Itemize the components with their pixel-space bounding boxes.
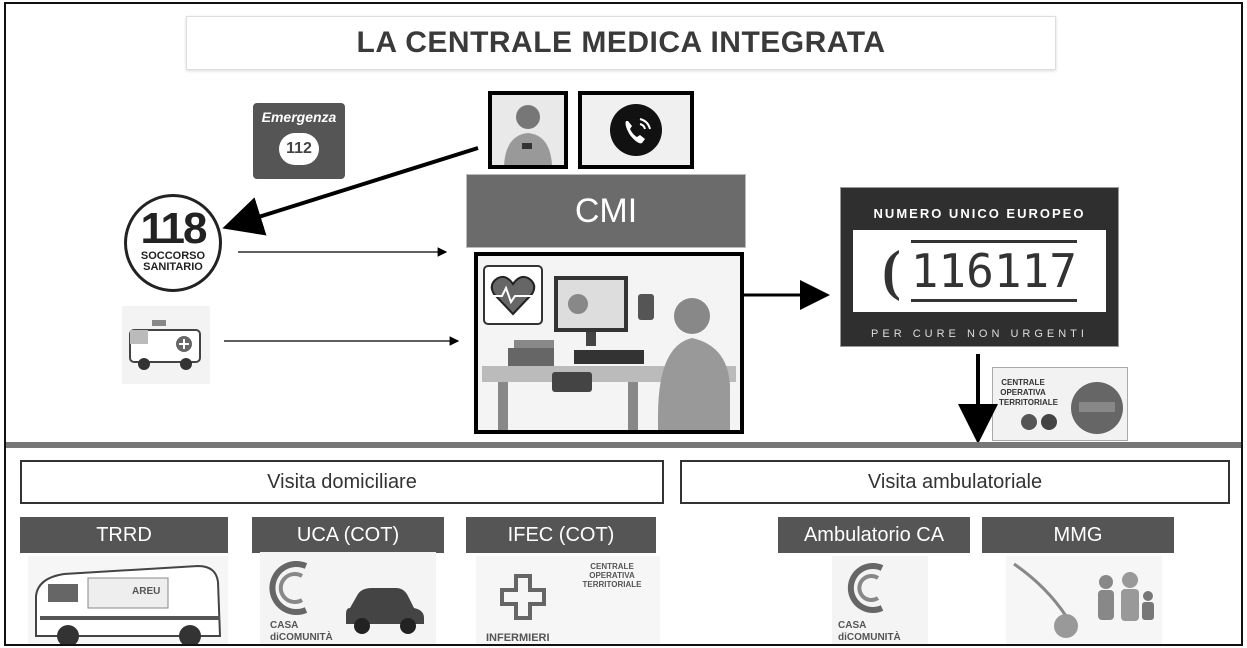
ifec-cot-text: CENTRALE OPERATIVA TERRITORIALE	[582, 562, 642, 589]
euro-header: NUMERO UNICO EUROPEO	[873, 206, 1086, 221]
section-divider	[6, 442, 1241, 448]
soccorso-line2: SANITARIO	[143, 261, 203, 273]
european-number-116117-logo: NUMERO UNICO EUROPEO ( 116117 PER CURE N…	[840, 187, 1119, 347]
doctor-computer-illustration	[474, 252, 744, 434]
ambulance-icon	[122, 306, 210, 384]
casa2-line1: CASA	[838, 620, 867, 631]
cot-logo: CENTRALE OPERATIVA TERRITORIALE	[992, 367, 1128, 441]
euro-number: 116117	[910, 240, 1077, 302]
cmi-box: CMI	[466, 174, 746, 248]
emergency-label: Emergenza	[261, 109, 337, 125]
phone-icon	[578, 91, 694, 169]
service-ifec: IFEC (COT)	[466, 517, 656, 553]
van-areu-text: AREU	[132, 586, 161, 597]
page-title: LA CENTRALE MEDICA INTEGRATA	[186, 16, 1056, 70]
arrow-patient-to-118	[222, 146, 479, 236]
clinic-visit-box: Visita ambulatoriale	[680, 460, 1230, 504]
soccorso-line1: SOCCORSO	[140, 250, 206, 262]
ambulatorio-casa-comunita-image: CASA diCOMUNITÀ	[832, 556, 928, 644]
casa-line2: diCOMUNITÀ	[270, 632, 333, 643]
service-ambulatorio-ca: Ambulatorio CA	[778, 517, 970, 553]
service-mmg: MMG	[982, 517, 1174, 553]
diagram-frame: LA CENTRALE MEDICA INTEGRATA Emergenza 1…	[4, 2, 1243, 646]
service-uca: UCA (COT)	[252, 517, 444, 553]
cot-logo-text: CENTRALE OPERATIVA TERRITORIALE	[999, 378, 1058, 407]
phone-handset-icon: (	[882, 240, 901, 302]
patient-icon	[488, 91, 568, 169]
flow-arrows	[222, 146, 998, 444]
mmg-family-doctor-image	[1006, 556, 1162, 644]
service-trrd: TRRD	[20, 517, 228, 553]
soccorso-118-logo: 118 SOCCORSO SANITARIO	[124, 194, 222, 292]
ifec-infermieri-image: CENTRALE OPERATIVA TERRITORIALE INFERMIE…	[476, 556, 660, 644]
ambulance-van-image: AREU	[28, 556, 228, 644]
uca-casa-comunita-image: CASA diCOMUNITÀ	[260, 552, 436, 644]
euro-footer: PER CURE NON URGENTI	[871, 328, 1088, 340]
casa-line1: CASA	[270, 620, 299, 631]
home-visit-box: Visita domiciliare	[20, 460, 664, 504]
emergency-112-logo: Emergenza 112	[253, 103, 345, 179]
soccorso-number: 118	[140, 204, 208, 253]
emergency-number: 112	[279, 133, 319, 165]
infermieri-label: INFERMIERI	[486, 632, 550, 644]
euro-number-panel: ( 116117	[853, 230, 1106, 312]
casa2-line2: diCOMUNITÀ	[838, 632, 901, 643]
